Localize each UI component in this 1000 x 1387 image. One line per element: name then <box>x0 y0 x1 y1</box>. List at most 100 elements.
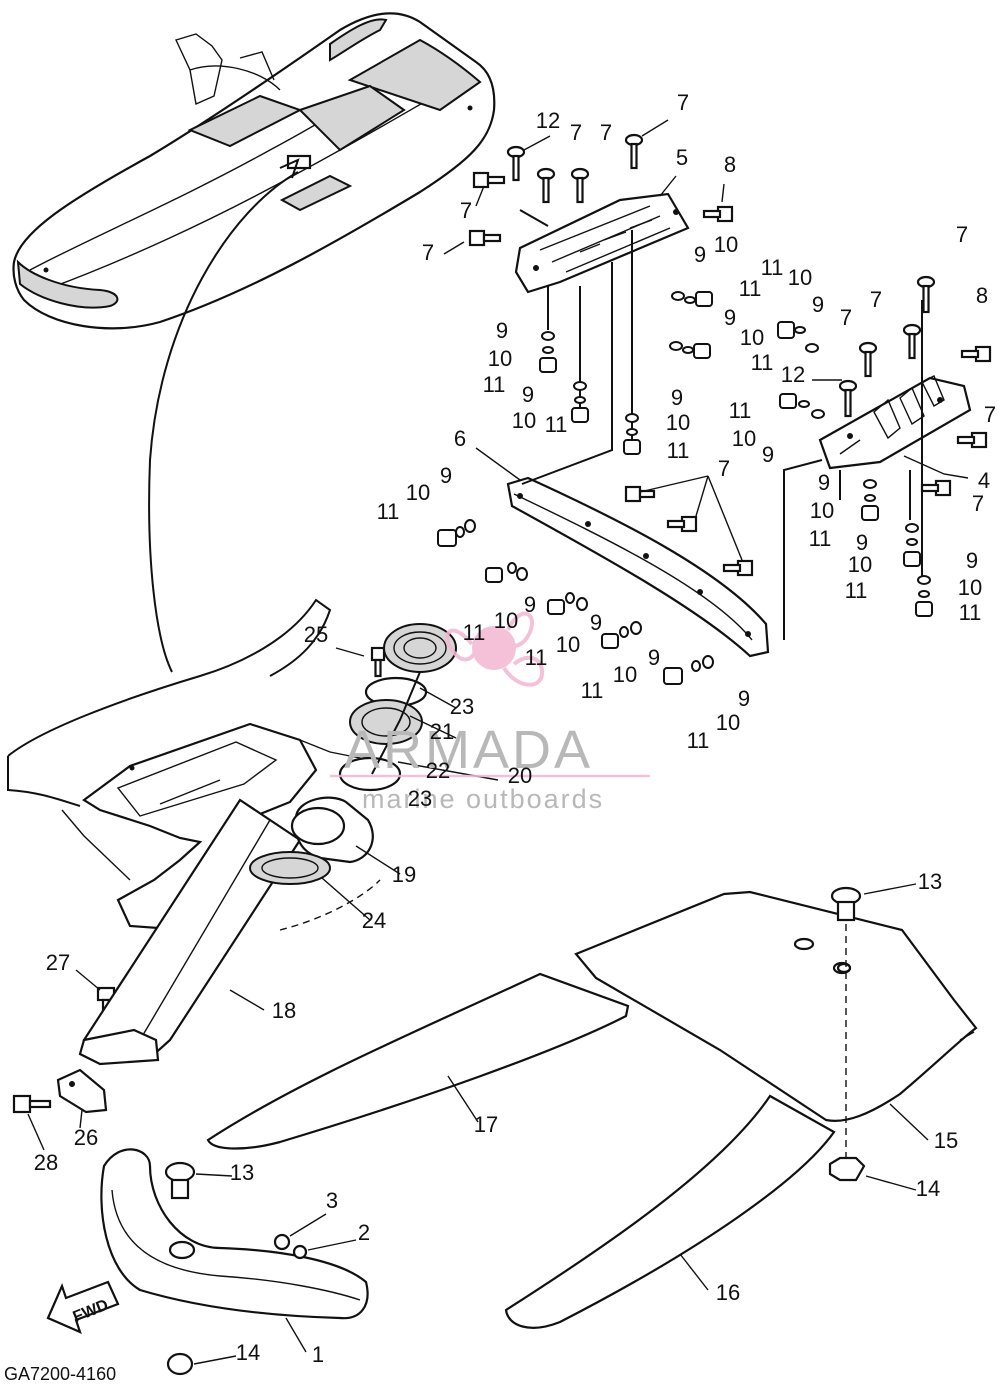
callout-label: 4 <box>978 468 990 493</box>
callout-label: 16 <box>716 1280 740 1305</box>
callout-label: 8 <box>976 283 988 308</box>
callout-label: 9 <box>818 470 830 495</box>
callout-label: 5 <box>676 145 688 170</box>
callout-label: 3 <box>326 1188 338 1213</box>
callout-label: 10 <box>556 632 580 657</box>
callout-label: 10 <box>512 408 536 433</box>
callout-label: 8 <box>724 152 736 177</box>
mat-16 <box>504 1094 836 1329</box>
callout-label: 11 <box>729 398 752 423</box>
callout-label: 12 <box>781 362 805 387</box>
callout-label: 19 <box>392 862 416 887</box>
callout-label: 9 <box>648 645 660 670</box>
callout-label: 7 <box>984 402 996 427</box>
callout-label: 21 <box>430 719 454 744</box>
callout-label: 9 <box>522 382 534 407</box>
callout-label: 18 <box>272 998 296 1023</box>
callout-label: 11 <box>739 276 762 301</box>
callout-label: 6 <box>454 426 466 451</box>
callout-label: 23 <box>408 786 432 811</box>
callout-label: 9 <box>590 610 602 635</box>
callout-label: 7 <box>718 456 730 481</box>
callout-label: 10 <box>958 575 982 600</box>
bumper-1 <box>100 1148 369 1376</box>
callout-label: 11 <box>463 620 486 645</box>
callout-label: 25 <box>304 622 328 647</box>
callout-label: 10 <box>406 480 430 505</box>
callout-label: 23 <box>450 694 474 719</box>
bracket-4 <box>818 375 972 470</box>
diagram-code: GA7200-4160 <box>4 1364 116 1384</box>
callout-label: 9 <box>856 530 868 555</box>
callout-label: 22 <box>426 758 450 783</box>
callout-label: 10 <box>716 710 740 735</box>
watercraft-illustration <box>12 12 496 330</box>
callout-label: 7 <box>840 305 852 330</box>
mat-15 <box>574 890 978 1122</box>
callout-label: 11 <box>483 372 506 397</box>
callout-label: 7 <box>956 222 968 247</box>
callout-label: 9 <box>440 463 452 488</box>
callout-label: 11 <box>525 645 548 670</box>
duct-18 <box>78 798 302 1066</box>
mat-fasteners <box>273 886 866 1260</box>
callout-label: 7 <box>870 287 882 312</box>
callout-label: 27 <box>46 950 70 975</box>
callout-label: 7 <box>600 120 612 145</box>
callout-label: 26 <box>74 1125 98 1150</box>
callout-label: 9 <box>694 242 706 267</box>
callout-label: 11 <box>377 499 400 524</box>
watermark-logo <box>330 611 650 778</box>
callout-label: 11 <box>667 438 690 463</box>
hull-section <box>7 598 381 932</box>
mounting-bar-6 <box>506 476 770 658</box>
mat-17 <box>206 972 630 1150</box>
callout-label: 7 <box>570 120 582 145</box>
callout-label: 11 <box>581 678 604 703</box>
callout-label: 13 <box>230 1160 254 1185</box>
callout-label: 10 <box>494 608 518 633</box>
callout-label: 10 <box>788 265 812 290</box>
callout-label: 10 <box>732 426 756 451</box>
callout-label: 11 <box>845 578 868 603</box>
callout-label: 10 <box>613 662 637 687</box>
callout-label: 12 <box>536 108 560 133</box>
leader-lines <box>27 119 969 1365</box>
callout-label: 28 <box>34 1150 58 1175</box>
callout-label: 9 <box>812 292 824 317</box>
callout-label: 20 <box>508 763 532 788</box>
callout-label: 9 <box>524 592 536 617</box>
callout-label: 14 <box>236 1340 260 1365</box>
fasteners <box>12 133 992 1114</box>
callout-label: 14 <box>916 1176 940 1201</box>
fwd-arrow-icon <box>46 1280 120 1334</box>
callout-label: 10 <box>848 552 872 577</box>
bracket-5 <box>514 192 690 294</box>
watermark-brand: ARMADA <box>344 720 593 780</box>
callout-label: 9 <box>496 318 508 343</box>
callout-label: 9 <box>762 442 774 467</box>
callout-label: 10 <box>714 232 738 257</box>
callout-label: 17 <box>474 1112 498 1137</box>
callout-label: 11 <box>687 728 710 753</box>
callout-label: 10 <box>810 498 834 523</box>
callout-label: 1 <box>312 1342 324 1367</box>
callout-label: 10 <box>740 325 764 350</box>
callout-label: 11 <box>761 255 784 280</box>
plate-26 <box>56 1068 108 1114</box>
callout-label: 9 <box>966 548 978 573</box>
washers-and-nuts <box>437 291 933 685</box>
callout-label: 9 <box>738 686 750 711</box>
callout-label: 10 <box>666 410 690 435</box>
watermark-tagline: marine outboards <box>362 784 604 814</box>
callout-label: 24 <box>362 908 386 933</box>
callout-label: 9 <box>724 305 736 330</box>
callout-label: 10 <box>488 346 512 371</box>
callout-label: 15 <box>934 1128 958 1153</box>
callout-label: 7 <box>422 240 434 265</box>
duct-assembly <box>249 623 457 885</box>
callout-label: 2 <box>358 1220 370 1245</box>
